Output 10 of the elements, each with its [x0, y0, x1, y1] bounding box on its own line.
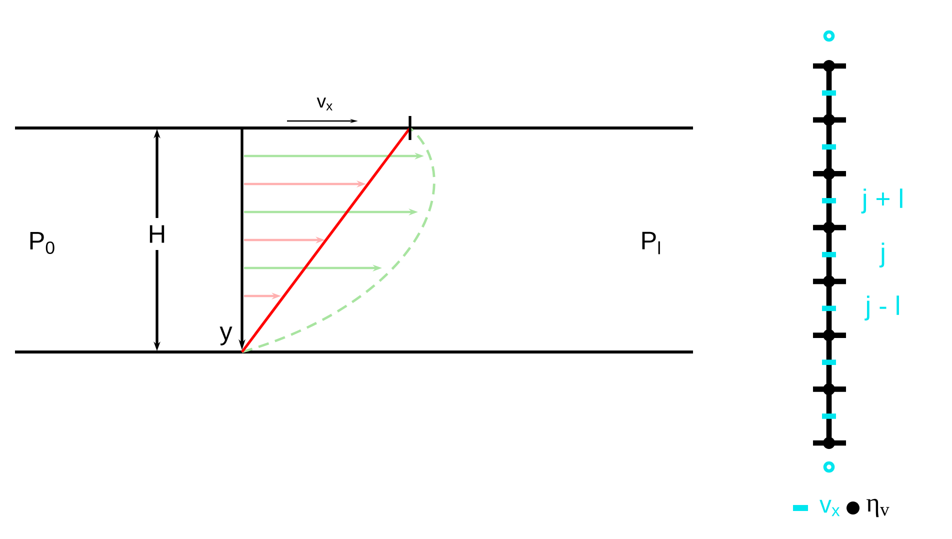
pressure-label: P$_{l}$ [642, 232, 660, 254]
index-label: j - l [864, 296, 899, 320]
pressure-label: P$_{0}$ [30, 232, 54, 254]
legend-label: v$_{x}$ [820, 500, 840, 516]
velocity-label: v$_{x}$ [316, 98, 332, 110]
index-label: j + l [861, 188, 902, 214]
index-label: j [879, 242, 884, 268]
height-label: H [150, 225, 164, 243]
legend-label: η$_{v}$ [866, 498, 890, 518]
axis-label: y [220, 326, 232, 346]
